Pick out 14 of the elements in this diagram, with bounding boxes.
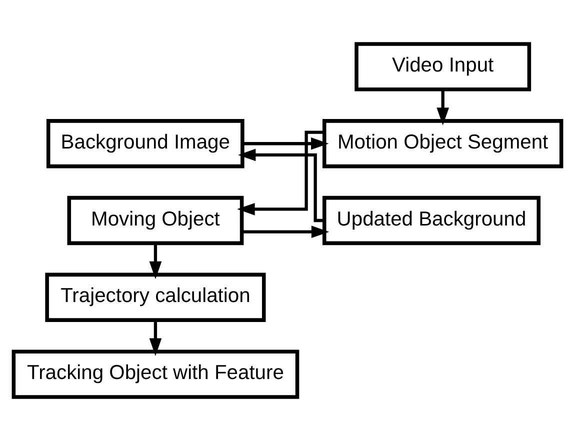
arrow [242, 137, 329, 150]
arrow [237, 130, 324, 216]
node-box: Motion Object Segment [322, 119, 564, 168]
node-box: Updated Background [322, 196, 541, 246]
arrow [149, 320, 162, 356]
node-box: Moving Object [67, 196, 244, 246]
arrow [149, 244, 162, 280]
node-box: Video Input [354, 42, 532, 92]
arrow [238, 148, 324, 222]
node-box: Tracking Object with Feature [12, 350, 300, 399]
arrow [242, 226, 330, 238]
node-box: Background Image [46, 119, 244, 168]
arrow [436, 90, 450, 126]
node-box: Trajectory calculation [45, 272, 266, 322]
